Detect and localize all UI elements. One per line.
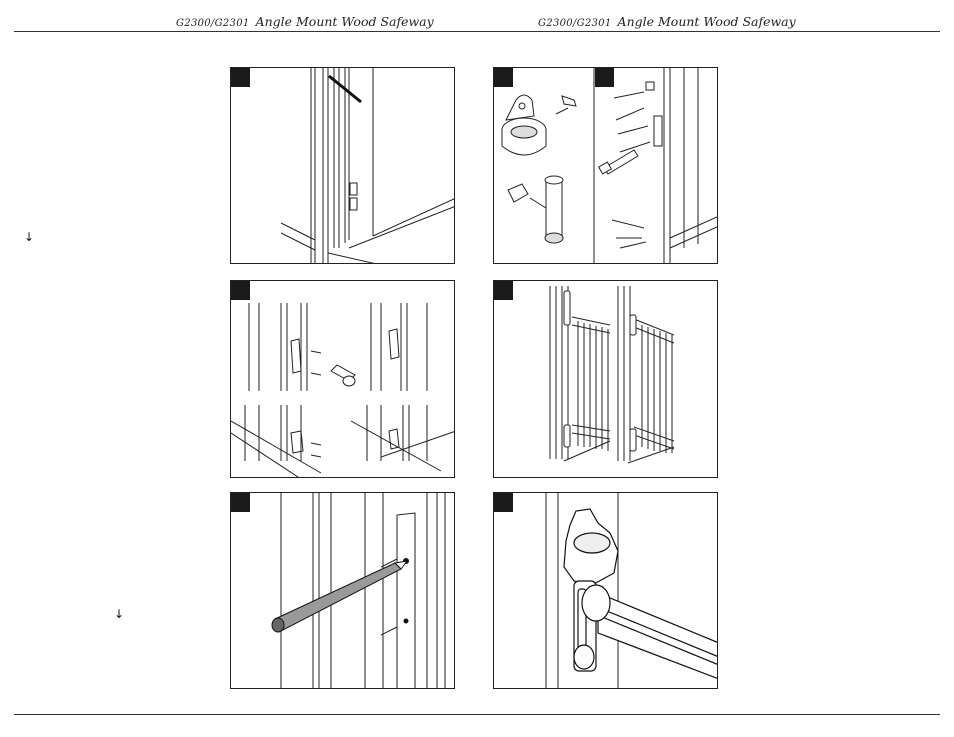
footer-rule (14, 714, 940, 715)
mount-screws-icon (494, 281, 718, 478)
product-title: Angle Mount Wood Safeway (256, 14, 434, 29)
step-7-illustration (493, 492, 718, 689)
step-1-illustration (230, 67, 455, 264)
model-number: G2300/G2301 (176, 18, 250, 29)
header-left: G2300/G2301 Angle Mount Wood Safeway (176, 14, 434, 29)
header-right: G2300/G2301 Angle Mount Wood Safeway (538, 14, 796, 29)
model-number: G2300/G2301 (538, 18, 612, 29)
down-arrow-icon: ↓ (24, 231, 34, 243)
step-4-illustration (493, 280, 718, 478)
pencil-marking-icon (231, 493, 455, 689)
step-3-illustration (230, 280, 455, 478)
step-6-illustration (230, 492, 455, 689)
hinge-closeup-icon (494, 493, 718, 689)
hinge-parts-icon (494, 68, 718, 264)
door-frame-marking-icon (231, 68, 455, 264)
step-2-illustration (493, 67, 718, 264)
hinge-installation-icon (231, 281, 455, 478)
down-arrow-icon: ↓ (114, 608, 124, 620)
product-title: Angle Mount Wood Safeway (618, 14, 796, 29)
header-rule (14, 31, 940, 32)
